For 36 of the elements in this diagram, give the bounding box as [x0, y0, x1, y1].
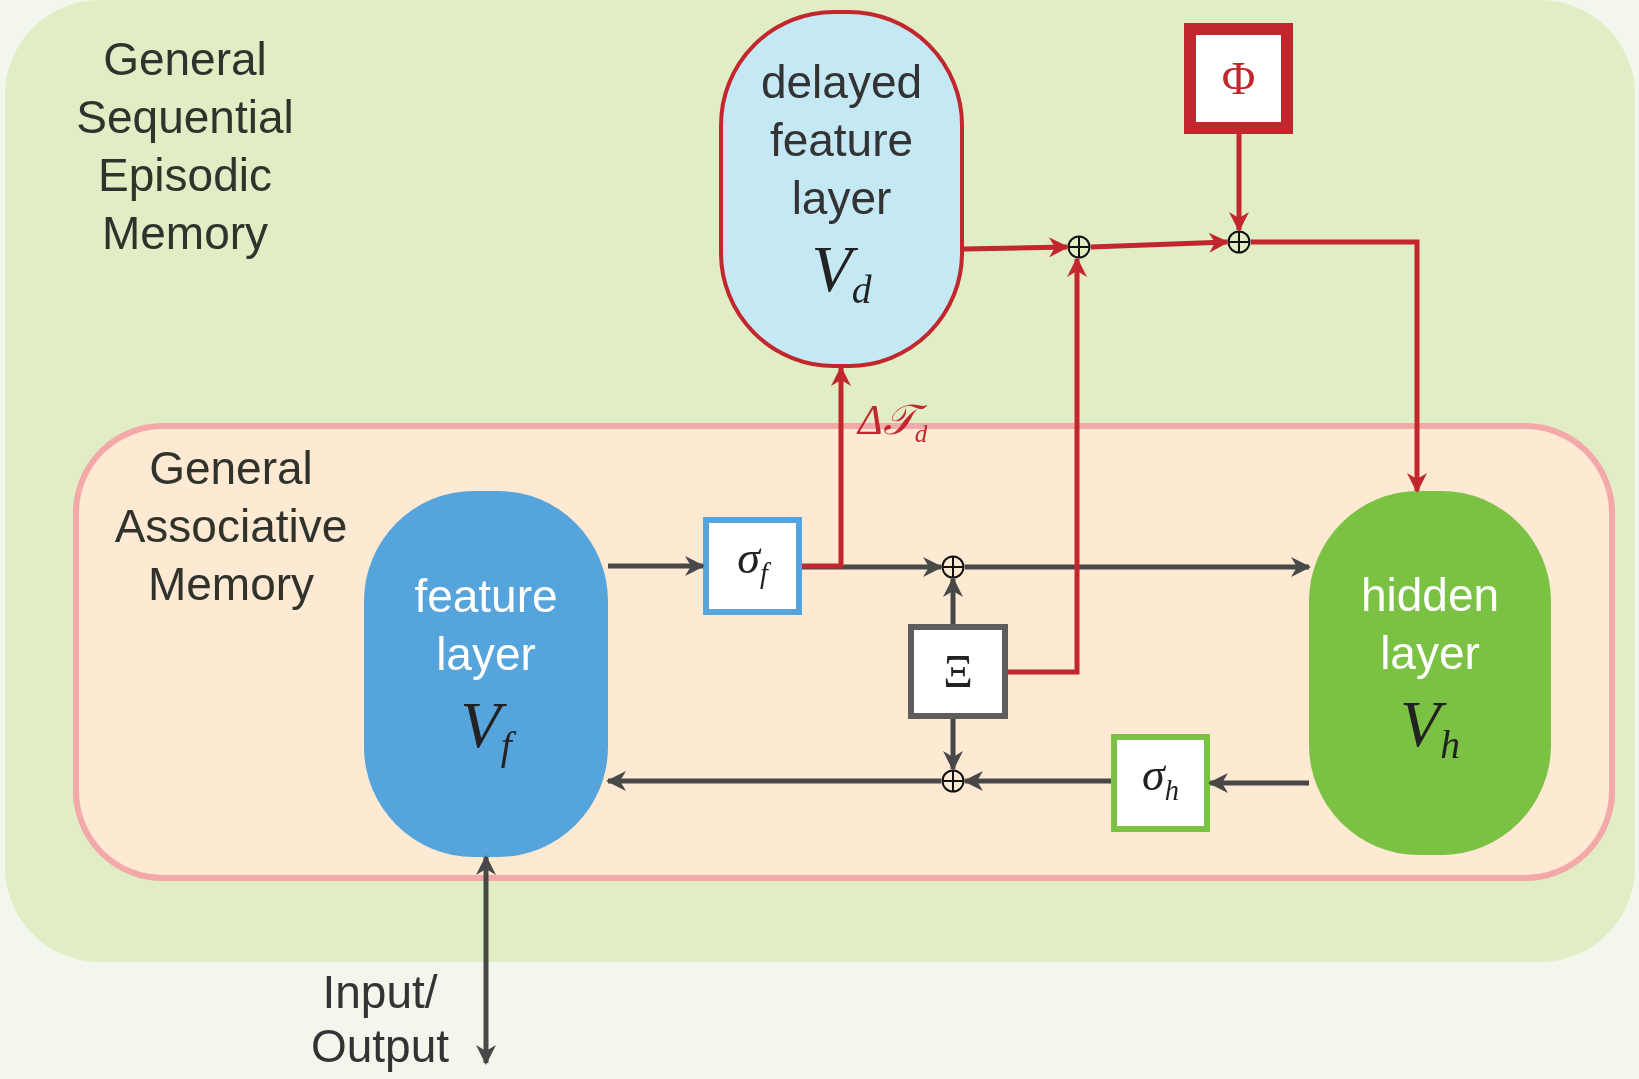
math-symbol: Φ [1221, 52, 1256, 105]
operator-box [703, 517, 802, 615]
layer-label: delayed feature layer [759, 54, 924, 226]
arrow [476, 855, 496, 1065]
arrow [943, 577, 963, 624]
arrow [606, 771, 941, 791]
arrow [1208, 773, 1309, 793]
math-symbol: Ξ [943, 645, 973, 698]
memory-region [5, 0, 1635, 962]
arrow [802, 366, 851, 569]
arrow [1090, 232, 1229, 253]
operator-box [908, 624, 1008, 719]
layer-label: hidden layer [1359, 567, 1501, 681]
math-symbol: σ$_{h}$ [1142, 749, 1179, 808]
summation-node [941, 769, 965, 793]
edge-label: Δ𝒯$_{d}$ [858, 398, 928, 449]
operator-box [1111, 734, 1210, 832]
region-heading: General Sequential Episodic Memory [75, 32, 295, 261]
summation-node [1227, 230, 1251, 254]
arrow [1251, 239, 1427, 493]
summation-node [941, 555, 965, 579]
summation-node [1067, 235, 1091, 259]
arrow [802, 557, 943, 577]
layer-label: feature layer [413, 568, 559, 682]
arrow [963, 771, 1111, 791]
arrow [608, 556, 705, 576]
io-label: Input/ Output [309, 965, 451, 1073]
region-heading: General Associative Memory [113, 441, 349, 612]
arrow [963, 237, 1069, 258]
arrow [943, 719, 963, 771]
math-symbol: V$_{d}$ [811, 232, 872, 314]
arrow [965, 557, 1311, 577]
math-symbol: V$_{h}$ [1399, 687, 1461, 769]
operator-box [1184, 23, 1293, 134]
arrow [1229, 134, 1249, 232]
arrow [1008, 257, 1087, 675]
